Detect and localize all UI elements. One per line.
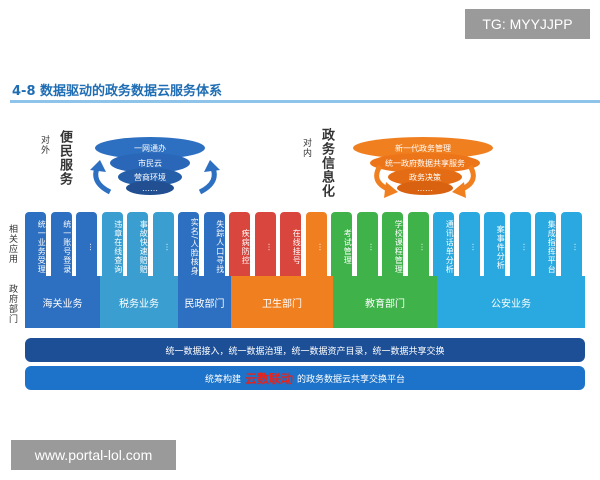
department-1: 海关业务 xyxy=(25,276,100,328)
left-tier-3: 营商环境 xyxy=(118,168,182,186)
app-column-18: … xyxy=(458,212,480,276)
app-column-21: 集成指挥平台 xyxy=(535,212,557,276)
right-tier-1: 新一代政务管理 xyxy=(353,137,493,159)
left-arrows xyxy=(90,160,220,195)
left-arrow-head-left xyxy=(90,160,106,172)
right-tier-3-label: 政务决策 xyxy=(409,172,441,182)
title-underline xyxy=(10,100,600,103)
app-column-17: 通讯话单分析 xyxy=(433,212,455,276)
app-column-9: 疾病防控 xyxy=(229,212,251,276)
right-tier-4: …… xyxy=(397,181,453,195)
app-column-16: … xyxy=(407,212,429,276)
right-side-label: 对内 xyxy=(301,138,311,158)
app-column-4: 违章在线查询 xyxy=(101,212,123,276)
watermark-top: TG: MYYJJPP xyxy=(465,9,590,39)
app-column-20: … xyxy=(509,212,531,276)
app-column-22: … xyxy=(560,212,582,276)
app-column-6: … xyxy=(152,212,174,276)
app-column-8: 失踪人口寻找 xyxy=(203,212,225,276)
left-tier-4-label: …… xyxy=(142,183,158,193)
right-tier-4-label: …… xyxy=(417,183,433,193)
app-column-5: 事故快速赔赔 xyxy=(127,212,149,276)
integration-bar: 统一数据接入，统一数据治理，统一数据资产目录，统一数据共享交换 xyxy=(25,338,585,362)
left-tier-2-label: 市民云 xyxy=(138,158,162,168)
left-tier-4: …… xyxy=(126,181,174,195)
right-arrows xyxy=(374,164,476,198)
app-column-13: 考试管理 xyxy=(331,212,353,276)
right-arrow-head-right xyxy=(452,182,466,198)
app-column-3: … xyxy=(76,212,98,276)
department-3: 民政部门 xyxy=(178,276,231,328)
right-tier-2: 统一政府数据共享服务 xyxy=(370,153,480,173)
row-label-depts: 政府部门 xyxy=(7,284,17,324)
platform-suffix: 的政务数据云共享交换平台 xyxy=(297,374,406,385)
platform-prefix: 统筹构建 xyxy=(204,374,241,385)
left-side-label: 对外 xyxy=(39,135,49,155)
app-column-10: … xyxy=(254,212,276,276)
app-column-12: … xyxy=(305,212,327,276)
platform-highlight: 云数联动 xyxy=(244,371,293,386)
department-6: 公安业务 xyxy=(437,276,585,328)
app-column-19: 案事件分析 xyxy=(484,212,506,276)
app-column-15: 学校课程管理 xyxy=(382,212,404,276)
app-column-2: 统一账号登录 xyxy=(50,212,72,276)
left-tier-2: 市民云 xyxy=(110,153,190,173)
app-column-14: … xyxy=(356,212,378,276)
department-2: 税务业务 xyxy=(100,276,178,328)
left-tier-3-label: 营商环境 xyxy=(134,172,166,182)
right-arrow-head-left xyxy=(384,182,398,198)
app-column-1: 统一业务受理 xyxy=(25,212,47,276)
left-tier-1: 一网通办 xyxy=(95,137,205,159)
department-5: 教育部门 xyxy=(333,276,437,328)
page-title: 4-8 数据驱动的政务数据云服务体系 xyxy=(12,84,223,99)
left-tier-1-label: 一网通办 xyxy=(134,143,166,153)
row-label-apps: 相关应用 xyxy=(7,224,17,264)
watermark-bottom: www.portal-lol.com xyxy=(11,440,176,470)
department-4: 卫生部门 xyxy=(231,276,333,328)
left-big-label: 便民服务 xyxy=(57,130,72,186)
right-tier-3: 政务决策 xyxy=(388,168,462,186)
right-tier-1-label: 新一代政务管理 xyxy=(395,143,451,153)
left-arrow-head-right xyxy=(204,160,220,172)
app-column-11: 在线挂号 xyxy=(280,212,302,276)
app-column-7: 实名/人脸核身 xyxy=(178,212,200,276)
right-tier-2-label: 统一政府数据共享服务 xyxy=(385,158,465,168)
platform-bar: 统筹构建 云数联动 的政务数据云共享交换平台 xyxy=(25,366,585,390)
right-big-label: 政务信息化 xyxy=(319,128,334,198)
